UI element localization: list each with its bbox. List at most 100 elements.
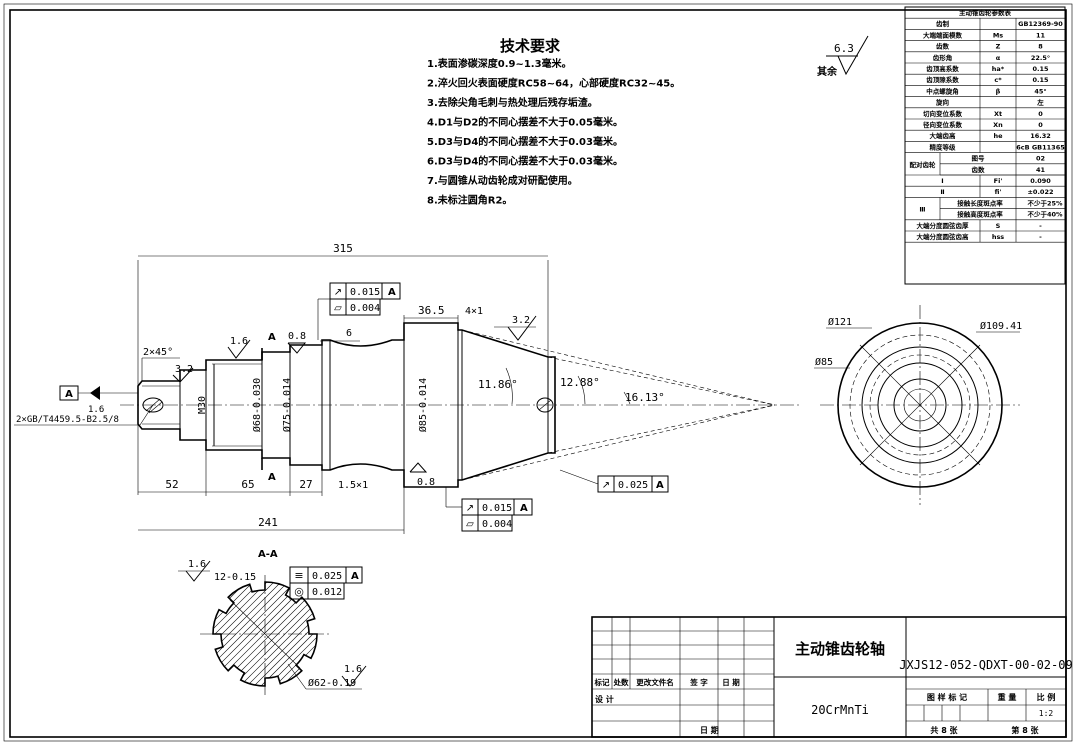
dim-d68: Ø68-0.030: [251, 378, 263, 432]
param-cell: Xt: [994, 110, 1002, 118]
param-cell: 齿顶高系数: [926, 64, 959, 73]
param-cell: 11: [1036, 31, 1046, 39]
rest-label: 其余: [817, 65, 838, 78]
param-cell: -: [1039, 233, 1042, 241]
revision-header: 标记: [594, 677, 610, 687]
dim-1-5x1: 1.5×1: [338, 480, 368, 491]
param-cell: S: [996, 222, 1001, 230]
section-marks: A A: [261, 332, 276, 483]
section-mark-top: A: [268, 332, 276, 343]
param-cell: β: [996, 87, 1001, 95]
angle-16-13: 16.13°: [625, 391, 665, 404]
gdt-ref-sec: A: [351, 571, 359, 582]
concentricity-icon: ◎: [294, 585, 304, 598]
tech-item: 4.D1与D2的不同心摆差不大于0.05毫米。: [427, 116, 623, 129]
gdt-runout-3: 0.025: [618, 480, 648, 491]
gdt-frame-cone: ↗ 0.025 A: [559, 469, 669, 493]
dim-d121: Ø121: [828, 316, 852, 328]
tech-item: 1.表面渗碳深度0.9~1.3毫米。: [427, 57, 572, 70]
section-title: A-A: [258, 549, 278, 560]
param-cell: 主动锥齿轮参数表: [959, 8, 1012, 17]
param-cell: 大端分度圆弦齿厚: [917, 221, 970, 230]
param-cell: 45°: [1034, 87, 1046, 95]
param-cell: he: [993, 132, 1003, 140]
gdt-frame-bottom: ↗ ▱ 0.015 A 0.004: [445, 487, 533, 532]
spline-section: [212, 581, 318, 687]
design-label: 设 计: [595, 694, 614, 704]
param-cell: 切向变位系数: [923, 109, 963, 118]
param-cell: Ⅲ: [919, 206, 925, 214]
weight-label: 重 量: [998, 692, 1017, 702]
rough-32-tooth: 3.2: [512, 315, 530, 326]
revision-headers: 标记处数更改文件名签 字日 期: [594, 677, 741, 687]
runout-icon: ↗: [466, 503, 474, 514]
gdt-ref-1: A: [388, 287, 396, 298]
param-cell: 02: [1036, 155, 1045, 163]
param-cell: 接触高度斑点率: [957, 210, 1003, 219]
param-cell: c*: [994, 76, 1002, 84]
dim-4x1: 4×1: [465, 306, 483, 317]
param-cell: 旋向: [935, 98, 950, 107]
part-name: 主动锥齿轮轴: [795, 640, 885, 658]
end-view: Ø121 Ø109.41 Ø85: [814, 305, 1022, 505]
param-cell: 0: [1038, 110, 1043, 118]
tech-title: 技术要求: [500, 37, 561, 55]
angle-11-86: 11.86°: [478, 378, 518, 391]
dim-36-5: 36.5: [418, 304, 445, 317]
angle-12-88: 12.88°: [560, 376, 600, 389]
param-cell: 0: [1038, 121, 1043, 129]
rough-32-left: 3.2: [175, 364, 193, 375]
tech-items: 1.表面渗碳深度0.9~1.3毫米。2.淬火回火表面硬度RC58~64，心部硬度…: [427, 57, 680, 207]
param-cell: 大端端面模数: [923, 30, 963, 39]
param-cell: 6cB GB11365: [1016, 143, 1065, 151]
param-cell: α: [996, 54, 1001, 62]
gdt-concentricity: 0.012: [312, 587, 342, 598]
dim-d85-end: Ø85: [815, 356, 833, 368]
runout-icon: ↗: [602, 480, 610, 491]
param-cell: Xn: [993, 121, 1003, 129]
general-roughness: 其余 6.3: [817, 35, 869, 78]
param-cell: 图号: [972, 154, 986, 163]
param-cell: 不少于40%: [1027, 210, 1063, 219]
param-cell: Ⅰ: [941, 177, 943, 185]
gdt-symmetry: 0.025: [312, 571, 342, 582]
flatness-icon: ▱: [466, 519, 474, 530]
dim-65: 65: [241, 478, 254, 491]
rough-08-journal: 0.8: [288, 331, 306, 342]
rough-16-thread: 1.6: [230, 336, 248, 347]
center-hole-spec: 2×GB/T4459.5-B2.5/8: [16, 415, 119, 425]
dim-m30: M30: [197, 396, 208, 414]
dim-52: 52: [165, 478, 178, 491]
param-cell: Ms: [993, 31, 1003, 39]
param-cell: ±0.022: [1027, 188, 1053, 196]
param-cell: 22.5°: [1031, 54, 1050, 62]
tech-item: 6.D3与D4的不同心摆差不大于0.03毫米。: [427, 155, 623, 168]
param-cell: 中点螺旋角: [926, 86, 959, 95]
title-block: 标记处数更改文件名签 字日 期 设 计 日 期 主动锥齿轮轴 20CrMnTi …: [591, 616, 1073, 738]
rough-16-aa: 1.6: [188, 559, 206, 570]
dim-6: 6: [346, 328, 352, 339]
param-cell: 0.090: [1030, 177, 1051, 185]
revision-header: 更改文件名: [636, 677, 674, 687]
tech-item: 8.未标注圆角R2。: [427, 194, 512, 207]
param-cell: 径向变位系数: [923, 120, 963, 129]
dim-d62: Ø62-0.19: [308, 677, 356, 689]
param-cell: Ⅱ: [940, 188, 944, 196]
horizontal-dims: [137, 255, 549, 534]
tech-item: 7.与圆锥从动齿轮成对研配使用。: [427, 174, 578, 187]
symmetry-icon: ≡: [294, 569, 303, 582]
outer-frame: [3, 3, 1073, 742]
param-cell: 8: [1038, 43, 1043, 51]
dim-27: 27: [299, 478, 312, 491]
param-cell: 不少于25%: [1027, 198, 1063, 207]
section-a-a: A-A 1.6 12-0.15 ≡ ◎ 0.025 A 0.012 Ø62-0.…: [178, 549, 367, 695]
runout-icon: ↗: [334, 287, 342, 298]
dim-key-width: 12-0.15: [214, 572, 256, 583]
shaft-main-view: 11.86° 12.88° 16.13° M30 Ø68-0.030 Ø75-0…: [14, 242, 800, 534]
dim-d109: Ø109.41: [980, 320, 1022, 332]
total-sheets: 共 8 张: [930, 725, 958, 735]
cone-lines: [461, 329, 776, 481]
